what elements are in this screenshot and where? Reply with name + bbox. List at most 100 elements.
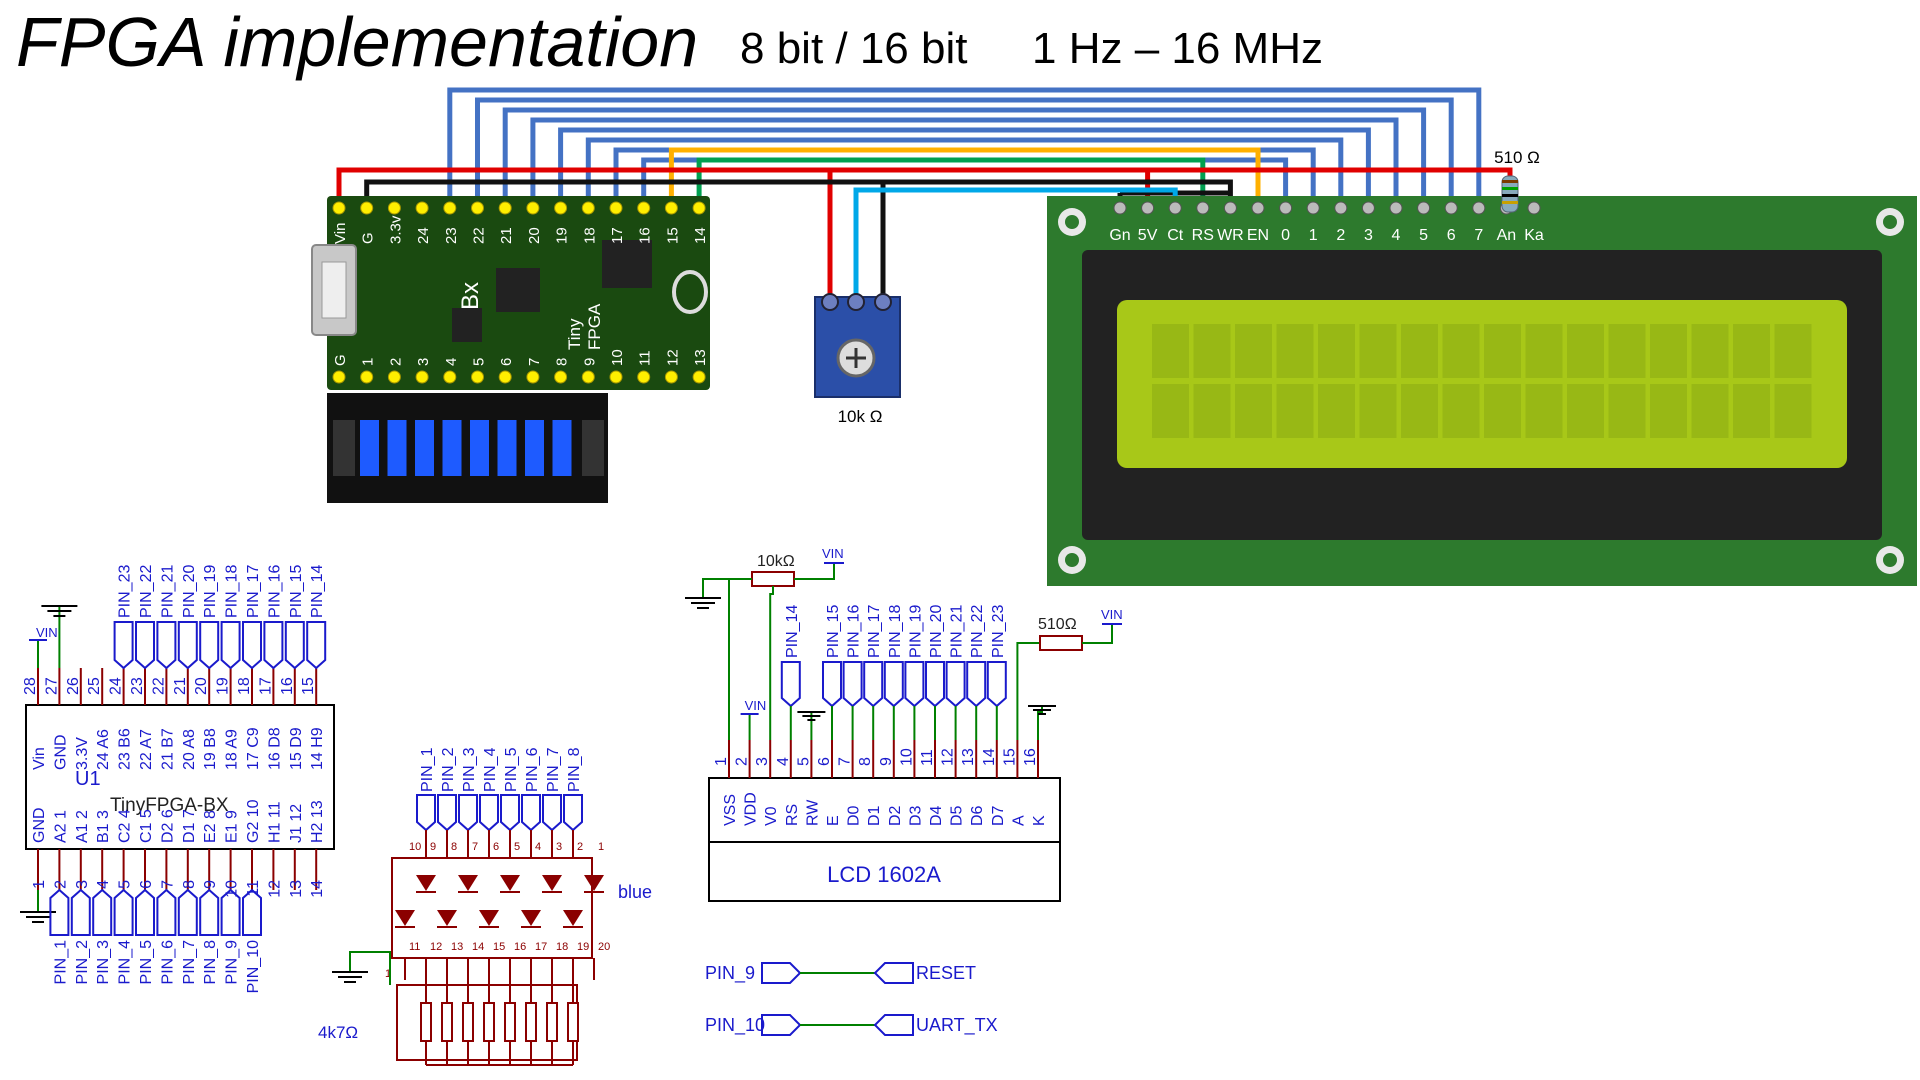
u1-bottom-pin-label: A1 2: [74, 810, 91, 843]
lcd-sch-pin-number: 1: [713, 757, 730, 766]
led-net-label: PIN_1: [419, 747, 436, 792]
u1-bottom-pin-number: 12: [266, 880, 283, 898]
board-top-pin-pad: [360, 201, 374, 215]
led-net-label: PIN_6: [524, 747, 541, 792]
led-top-pin-number: 5: [514, 841, 520, 853]
lcd-sch-pin-number: 3: [754, 757, 771, 766]
resistor-band: [1502, 201, 1518, 204]
bargraph-segment-on: [552, 420, 572, 476]
lcd-char-cell: [1608, 384, 1646, 438]
data-wire-3: [530, 117, 1399, 205]
lcd-char-cell: [1318, 384, 1355, 438]
board-top-pin-pad: [443, 201, 457, 215]
board-bottom-pin-label: 10: [609, 349, 626, 366]
resnet-resistor: [567, 1002, 579, 1042]
u1-top-pin-label: 14 H9: [309, 727, 326, 770]
resistor-band: [1502, 194, 1518, 197]
u1-bottom-net-flag: [156, 888, 177, 936]
board-top-pin-pad: [526, 201, 540, 215]
lcd-pin-pad: [1334, 201, 1348, 215]
lcd-sch-box: [708, 777, 1061, 902]
board-bottom-pin-label: 11: [637, 350, 654, 366]
lcd-sch-pin-number: 12: [940, 748, 957, 766]
u1-top-pin-number: 19: [215, 677, 232, 695]
bargraph-segment-off: [582, 420, 604, 476]
lcd-data-net-label: PIN_21: [949, 605, 966, 658]
usb-port: [321, 261, 347, 319]
resistor-label: 510 Ω: [1494, 148, 1540, 167]
u1-bottom-pin-number: 9: [202, 880, 219, 889]
u1-top-net-label: PIN_15: [288, 565, 305, 618]
board-bottom-pin-pad: [609, 370, 623, 384]
lcd-data-net-label: PIN_18: [887, 605, 904, 658]
board-bottom-pin-pad: [692, 370, 706, 384]
lcd-data-net-label: PIN_15: [825, 605, 842, 658]
resnet-label: 4k7Ω: [318, 1023, 358, 1042]
board-bottom-pin-label: 1: [360, 358, 377, 366]
board-top-pin-label: 18: [581, 227, 598, 244]
lcd-char-cell: [1235, 324, 1272, 378]
board-top-pin-pad: [415, 201, 429, 215]
board-top-pin-pad: [581, 201, 595, 215]
u1-ref: U1: [75, 768, 101, 790]
board-top-pin-label: 23: [443, 227, 460, 244]
net-link-from-label: PIN_9: [705, 963, 755, 984]
lcd-char-cell: [1650, 384, 1687, 438]
u1-top-net-label: PIN_19: [202, 565, 219, 618]
u1-top-pin-number: 16: [279, 677, 296, 695]
lcd-anode-vin-wire: [1082, 624, 1113, 644]
data-wire-2: [502, 107, 1427, 205]
led-diode-icon: [437, 910, 457, 926]
spec-bits: 8 bit / 16 bit: [740, 24, 968, 73]
pot-pin: [874, 293, 892, 311]
u1-bottom-pin-number: 13: [288, 880, 305, 898]
led-net-label: PIN_2: [440, 747, 457, 792]
board-top-pin-label: 22: [471, 227, 488, 244]
board-top-pin-pad: [637, 201, 651, 215]
lcd-pot-label: 10kΩ: [757, 553, 795, 570]
lcd-data-net-label: PIN_17: [866, 605, 883, 658]
u1-top-net-label: PIN_21: [159, 565, 176, 618]
board-top-pin-label: Vin: [332, 223, 349, 244]
led-net-flag: [542, 794, 562, 832]
u1-bottom-pin-label: C1 5: [138, 809, 155, 843]
u1-bottom-net-flag: [177, 888, 198, 936]
board-logo-line-2: FPGA: [585, 303, 604, 350]
lcd-sch-pin-name: RW: [804, 799, 821, 826]
u1-bottom-pin-number: 1: [31, 880, 48, 889]
lcd-pin-pad: [1168, 201, 1182, 215]
resnet-resistor: [462, 1002, 474, 1042]
lcd-gnd-wire: [702, 578, 729, 598]
board-bottom-pin-pad: [387, 370, 401, 384]
lcd-pin-pad: [1196, 201, 1210, 215]
lcd-sch-pin-name: D2: [887, 805, 904, 826]
lcd-sch-pin-number: 16: [1022, 748, 1039, 766]
u1-top-net-label: PIN_17: [245, 565, 262, 618]
resistor-band: [1502, 180, 1518, 183]
lcd-sch-pin-number: 6: [816, 757, 833, 766]
board-top-pin-label: 21: [498, 227, 515, 244]
u1-box: [25, 704, 335, 850]
board-top-pin-pad: [609, 201, 623, 215]
u1-bottom-pin-number: 8: [181, 880, 198, 889]
led-top-pin-number: 8: [451, 841, 457, 853]
u1-bottom-pin-label: A2 1: [52, 810, 69, 843]
lcd-data-net-label: PIN_22: [969, 605, 986, 658]
board-top-pin-label: G: [360, 232, 377, 244]
board-bottom-pin-label: 4: [443, 358, 460, 366]
lcd-pin-label: Ct: [1167, 227, 1184, 244]
u1-top-pin-number: 17: [257, 677, 274, 695]
u1-bottom-pin-number: 6: [138, 880, 155, 889]
led-net-flag: [458, 794, 478, 832]
pot-pin: [847, 293, 865, 311]
u1-top-net-flag: [284, 621, 305, 670]
lcd-char-cell: [1318, 324, 1355, 378]
led-net-label: PIN_8: [566, 747, 583, 792]
board-bottom-pin-pad: [637, 370, 651, 384]
led-diode-icon: [542, 875, 562, 891]
